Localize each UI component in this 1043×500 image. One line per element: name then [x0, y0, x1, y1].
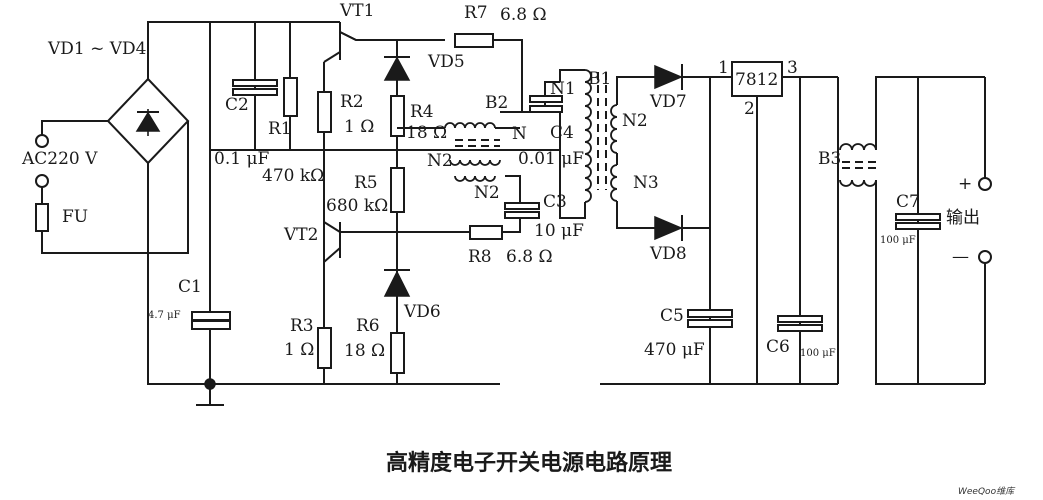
capacitor-c5 [687, 309, 733, 318]
label-r5: R5 [354, 173, 378, 193]
secondary-rectifiers [616, 64, 733, 384]
transformer-b3 [839, 76, 985, 385]
resistor-r7 [454, 33, 494, 48]
capacitor-c2 [232, 79, 278, 87]
transformer-b1 [559, 69, 618, 219]
label-vd7: VD7 [649, 92, 687, 112]
label-r3-value: 1 Ω [284, 340, 314, 360]
label-c3: C3 [543, 192, 567, 212]
resistor-r3 [317, 327, 332, 369]
label-c6-value: 100 μF [800, 348, 836, 359]
c2-r1 [210, 22, 560, 151]
label-vd8: VD8 [649, 244, 687, 264]
label-r8-value: 6.8 Ω [506, 247, 553, 267]
label-vt1: VT1 [339, 1, 374, 21]
label-r2: R2 [340, 92, 364, 112]
resistor-r5 [390, 167, 405, 213]
output-terminal-minus [978, 250, 992, 264]
label-c5: C5 [660, 306, 684, 326]
label-c5-value: 470 μF [644, 340, 705, 360]
capacitor-c4 [529, 95, 563, 103]
capacitor-c6 [777, 315, 823, 323]
watermark: WeeQoo维库 [958, 486, 1016, 497]
capacitor-c3 [504, 202, 540, 210]
label-n2-lower: N2 [474, 183, 500, 203]
transistor-vt1 [323, 22, 445, 63]
vd5-r4-column [383, 40, 411, 384]
label-vt2: VT2 [283, 225, 318, 245]
label-fu: FU [62, 207, 88, 227]
label-7812: 7812 [735, 70, 778, 90]
capacitor-c3-branch [500, 175, 540, 233]
label-vd1-vd4: VD1 ~ VD4 [47, 39, 147, 59]
label-b2: B2 [485, 93, 508, 113]
label-vd5: VD5 [427, 52, 465, 72]
label-c7: C7 [896, 192, 920, 212]
diagram-title: 高精度电子开关电源电路原理 [386, 450, 672, 476]
label-r1: R1 [268, 119, 292, 139]
label-r7-value: 6.8 Ω [500, 5, 547, 25]
output-stage [895, 77, 992, 384]
label-plus: + [958, 174, 972, 194]
label-r6-value: 18 Ω [344, 341, 385, 361]
ac-input [35, 120, 189, 254]
label-ac220v: AC220 V [21, 149, 98, 169]
label-minus: — [952, 247, 969, 267]
capacitor-c1 [191, 311, 231, 321]
label-c6: C6 [766, 337, 790, 357]
diode-vd5 [383, 56, 411, 81]
capacitor-c7 [895, 213, 941, 221]
transformer-b2 [397, 122, 520, 182]
resistor-r6 [390, 332, 405, 374]
resistor-r8 [469, 225, 503, 240]
label-n-b2: N [512, 124, 527, 144]
label-r6: R6 [356, 316, 380, 336]
label-b1: B1 [588, 69, 611, 89]
label-r8: R8 [468, 247, 492, 267]
label-r3: R3 [290, 316, 314, 336]
label-r2-value: 1 Ω [344, 117, 374, 137]
resistor-r7-branch [454, 33, 523, 113]
label-c2-value: 0.1 μF [214, 149, 269, 169]
label-b3: B3 [818, 149, 841, 169]
output-terminal-plus [978, 177, 992, 191]
label-c2: C2 [225, 95, 249, 115]
label-n2-b1: N2 [622, 111, 648, 131]
label-pin2: 2 [744, 99, 755, 119]
resistor-r1 [283, 77, 298, 117]
label-c1-value: 4.7 μF [148, 310, 181, 321]
label-n1-b2: N1 [550, 79, 576, 99]
label-r5-value: 680 kΩ [326, 196, 388, 216]
label-vd6: VD6 [403, 302, 441, 322]
diode-vd6 [383, 270, 411, 297]
label-c7-value: 100 μF [880, 235, 916, 246]
capacitor-c4-branch [522, 81, 563, 150]
label-output: 输出 [946, 208, 980, 228]
dc-bus [147, 21, 500, 406]
label-c4-value: 0.01 μF [518, 149, 584, 169]
resistor-r2 [317, 91, 332, 133]
label-c1: C1 [178, 277, 202, 297]
label-r7: R7 [464, 3, 488, 23]
regulator-output [600, 61, 839, 385]
label-c4: C4 [550, 123, 574, 143]
label-r1-value: 470 kΩ [262, 166, 324, 186]
label-n3-b1: N3 [633, 173, 659, 193]
label-n2-b2: N2 [427, 151, 453, 171]
transistor-vt2 [323, 221, 503, 263]
ac-terminal-bottom [35, 174, 49, 188]
label-r4-value: 18 Ω [406, 123, 447, 143]
label-pin3: 3 [787, 58, 798, 78]
label-pin1: 1 [718, 58, 729, 78]
ac-terminal-top [35, 134, 49, 148]
diode-vd7 [654, 64, 683, 90]
bridge-rectifier [106, 77, 190, 165]
fuse-fu [35, 203, 49, 232]
resistor-r4 [390, 95, 405, 137]
label-c3-value: 10 μF [534, 221, 584, 241]
label-r4: R4 [410, 102, 434, 122]
diode-vd8 [654, 215, 683, 241]
